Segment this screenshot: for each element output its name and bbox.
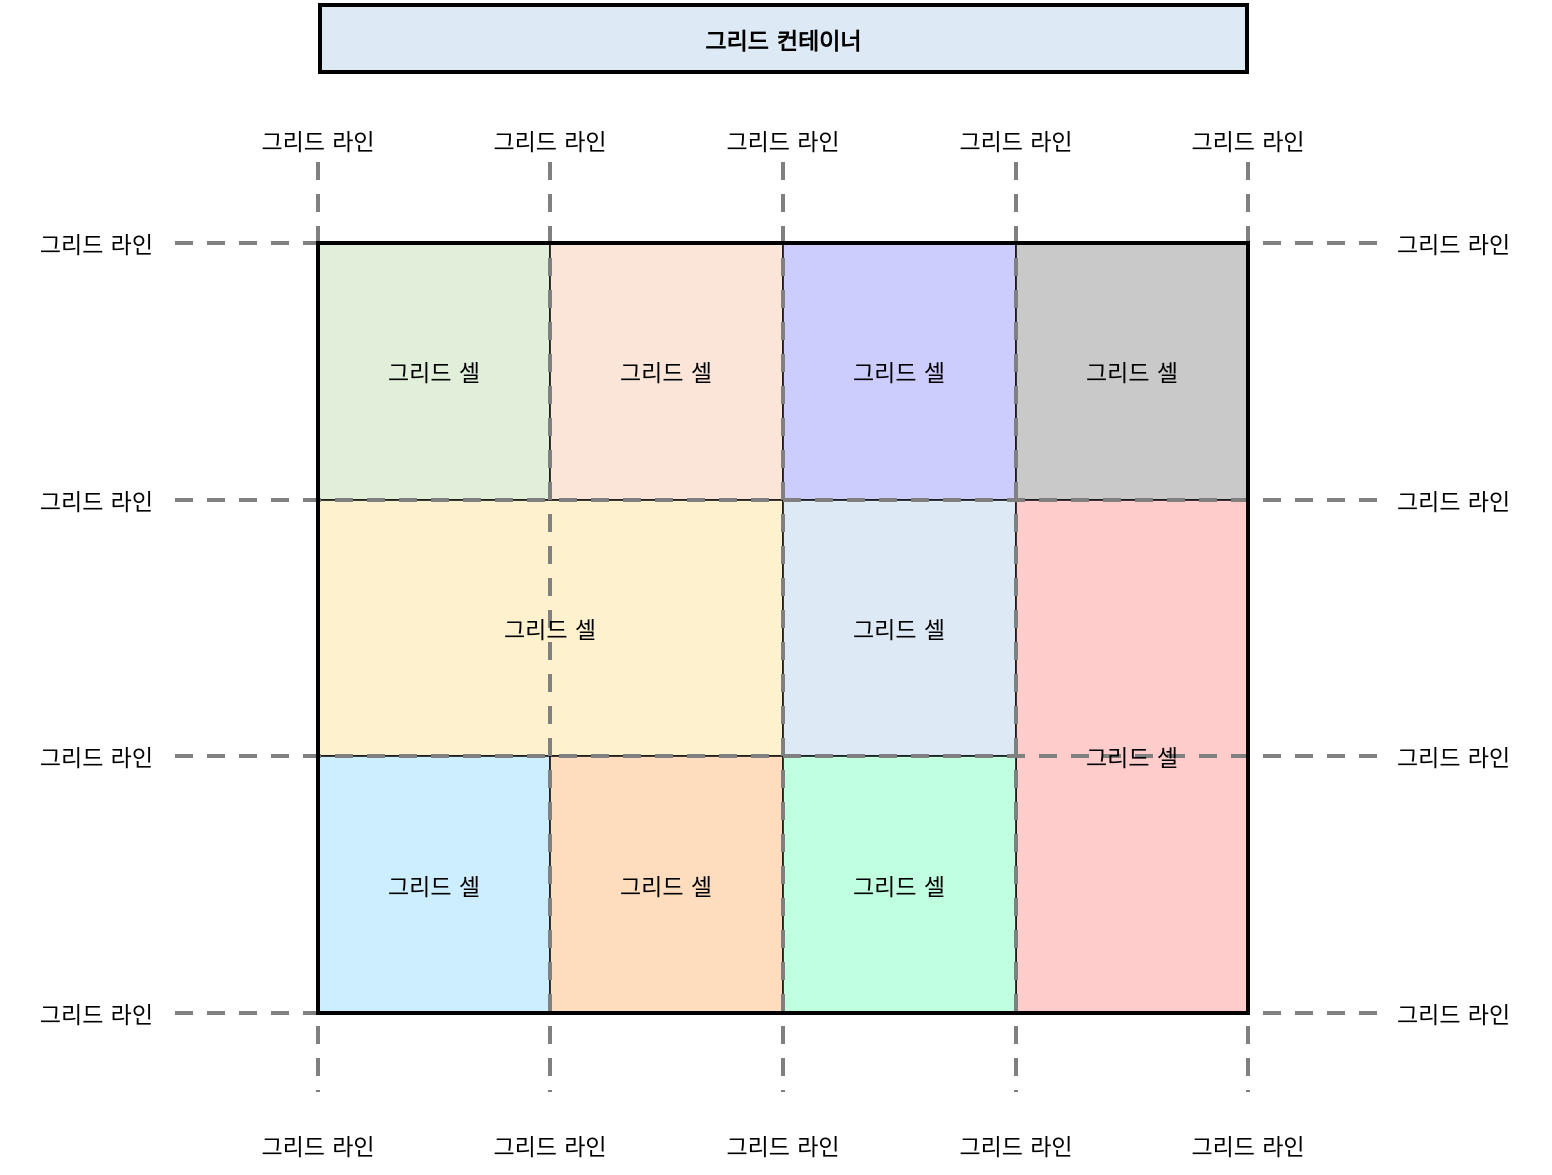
grid-cell-label: 그리드 셀 <box>853 361 945 387</box>
grid-outer-border <box>316 241 1250 1015</box>
grid-line-label-top: 그리드 라인 <box>1191 130 1305 156</box>
grid-line-label-top: 그리드 라인 <box>959 130 1073 156</box>
grid-line-label-right: 그리드 라인 <box>1397 490 1511 516</box>
grid-cell <box>782 755 1017 1014</box>
grid-cell <box>549 242 784 501</box>
grid-line-label-right: 그리드 라인 <box>1397 746 1511 772</box>
grid-cell-label: 그리드 셀 <box>620 875 712 901</box>
grid-cell-label: 그리드 셀 <box>388 875 480 901</box>
grid-cell <box>317 755 551 1014</box>
grid-cell-label: 그리드 셀 <box>1086 361 1178 387</box>
grid-cell-label: 그리드 셀 <box>620 361 712 387</box>
grid-line-label-top: 그리드 라인 <box>493 130 607 156</box>
grid-line-label-bottom: 그리드 라인 <box>261 1135 375 1161</box>
grid-container-label: 그리드 컨테이너 <box>705 28 862 55</box>
grid-line-label-bottom: 그리드 라인 <box>1191 1135 1305 1161</box>
grid-line-label-top: 그리드 라인 <box>726 130 840 156</box>
grid-line-label-bottom: 그리드 라인 <box>959 1135 1073 1161</box>
grid-container-box: 그리드 컨테이너 <box>318 3 1249 74</box>
grid-line-label-left: 그리드 라인 <box>39 233 153 259</box>
grid-line-label-bottom: 그리드 라인 <box>726 1135 840 1161</box>
grid-cell <box>1015 242 1249 501</box>
grid-line-label-right: 그리드 라인 <box>1397 233 1511 259</box>
grid-cell-label: 그리드 셀 <box>504 618 596 644</box>
grid-cell-label: 그리드 셀 <box>853 875 945 901</box>
grid-line-label-left: 그리드 라인 <box>39 746 153 772</box>
grid-line-label-right: 그리드 라인 <box>1397 1003 1511 1029</box>
grid-line-label-bottom: 그리드 라인 <box>493 1135 607 1161</box>
grid-cell-label: 그리드 셀 <box>388 361 480 387</box>
grid-cell-label: 그리드 셀 <box>853 618 945 644</box>
grid-line-label-left: 그리드 라인 <box>39 1003 153 1029</box>
grid-cell-label: 그리드 셀 <box>1086 746 1178 772</box>
grid-cell <box>782 499 1017 757</box>
grid-line-label-left: 그리드 라인 <box>39 490 153 516</box>
grid-cell <box>317 242 551 501</box>
grid-line-label-top: 그리드 라인 <box>261 130 375 156</box>
